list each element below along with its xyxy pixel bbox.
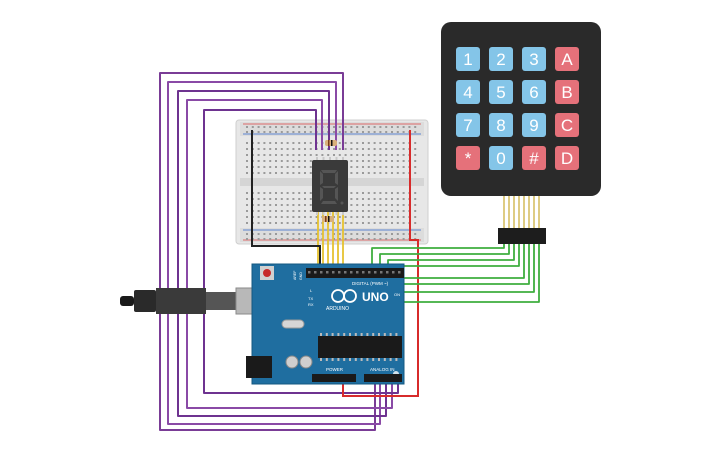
keypad-key[interactable]: 8 [489, 113, 513, 137]
keypad-key[interactable]: 9 [522, 113, 546, 137]
keypad-key-label: B [561, 83, 572, 102]
board-model-label: UNO [362, 290, 389, 304]
arduino-board: UNO ARDUINO DIGITAL (PWM ~) AREF GND TX … [120, 263, 405, 385]
usb-connector-icon [120, 287, 265, 315]
l-label: L [310, 288, 313, 293]
keypad-key[interactable]: 4 [456, 80, 480, 104]
digital-pins-label: DIGITAL (PWM ~) [352, 281, 389, 286]
keypad-key[interactable]: D [555, 146, 579, 170]
keypad-key-label: C [561, 116, 573, 135]
keypad: 1 2 3 A 4 5 6 B 7 8 9 C * 0 # D [441, 22, 601, 244]
keypad-key-label: 2 [496, 50, 505, 69]
tx-label: TX [308, 296, 313, 301]
keypad-key[interactable]: C [555, 113, 579, 137]
resistor-bottom [322, 216, 334, 222]
keypad-keys: 1 2 3 A 4 5 6 B 7 8 9 C * 0 # D [456, 47, 579, 170]
seven-segment-display [312, 157, 348, 215]
keypad-key-label: 4 [463, 83, 472, 102]
capacitor [299, 355, 313, 369]
digit-segments [320, 170, 338, 204]
keypad-key-label: A [561, 50, 573, 69]
arduino-logo-icon [331, 289, 357, 303]
resistor-top [325, 140, 337, 146]
keypad-key-label: 7 [463, 116, 472, 135]
keypad-key-label: 5 [496, 83, 505, 102]
decimal-point [340, 201, 344, 205]
rx-label: RX [308, 302, 314, 307]
keypad-key[interactable]: B [555, 80, 579, 104]
keypad-key-label: 3 [529, 50, 538, 69]
digital-header [306, 268, 404, 278]
keypad-key[interactable]: 2 [489, 47, 513, 71]
keypad-key-label: 9 [529, 116, 538, 135]
board-brand-label: ARDUINO [326, 306, 349, 312]
keypad-key[interactable]: 3 [522, 47, 546, 71]
keypad-header [498, 228, 546, 244]
on-label: ON [394, 292, 400, 297]
crystal [281, 319, 305, 329]
breadboard-holes [246, 126, 417, 240]
capacitor [285, 355, 299, 369]
keypad-key[interactable]: 1 [456, 47, 480, 71]
keypad-key-label: 0 [496, 149, 505, 168]
keypad-key-label: D [561, 149, 573, 168]
power-wires [251, 130, 419, 397]
keypad-ribbon [503, 196, 540, 228]
power-label: POWER [326, 367, 344, 372]
keypad-key-label: 6 [529, 83, 538, 102]
keypad-key[interactable]: # [522, 146, 546, 170]
barrel-jack-icon [246, 356, 272, 378]
power-header [312, 374, 356, 382]
aref-label: AREF [293, 271, 297, 280]
purple-wires [159, 72, 399, 431]
keypad-key[interactable]: * [456, 146, 480, 170]
analog-header [364, 374, 402, 382]
keypad-key[interactable]: 6 [522, 80, 546, 104]
microcontroller-chip [318, 336, 402, 358]
keypad-key-label: * [465, 149, 472, 168]
reset-button-icon[interactable] [260, 266, 274, 280]
keypad-key-label: 1 [463, 50, 472, 69]
gnd-label: GND [299, 272, 303, 280]
analog-label: ANALOG IN [370, 367, 395, 372]
keypad-key[interactable]: 5 [489, 80, 513, 104]
keypad-key-label: # [529, 149, 539, 168]
keypad-key[interactable]: 7 [456, 113, 480, 137]
keypad-key[interactable]: A [555, 47, 579, 71]
keypad-key-label: 8 [496, 116, 505, 135]
keypad-key[interactable]: 0 [489, 146, 513, 170]
